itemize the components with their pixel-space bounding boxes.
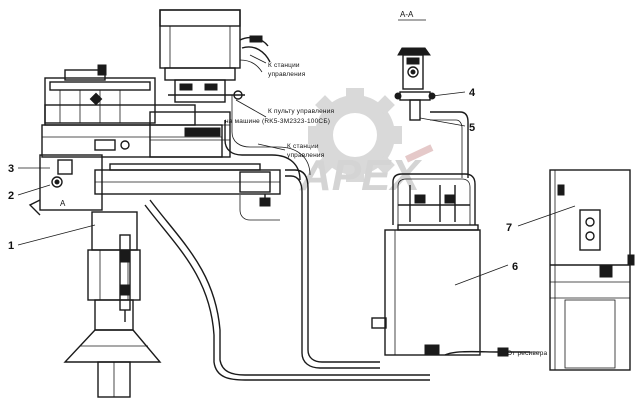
clamp-head-mechanism [41, 64, 231, 158]
leader-lines [17, 54, 576, 353]
callout-4: 4 [469, 87, 476, 99]
view-marker: А [60, 199, 66, 208]
note-to-panel-line2: на машине (RK5-3M2323-100СБ) [225, 118, 330, 125]
callout-5: 5 [469, 122, 475, 134]
control-cabinet [549, 169, 635, 371]
section-detail: А-А [394, 10, 436, 121]
callout-2: 2 [8, 190, 14, 202]
tank-unit [371, 173, 481, 356]
watermark-text: APEX [299, 151, 422, 200]
callout-1: 1 [8, 240, 14, 252]
note-to-station-mid-line1: К станции [287, 143, 319, 150]
note-to-station-top-line1: К станции [268, 62, 300, 69]
note-to-station-top-line2: управления [268, 71, 306, 78]
column-pedestal [63, 211, 162, 398]
section-label: А-А [400, 10, 414, 19]
callout-3: 3 [8, 163, 14, 175]
pipe-lines [144, 95, 530, 381]
watermark-accent [405, 144, 434, 163]
horizontal-arm [28, 154, 281, 216]
note-from-receiver: От ресивера [507, 350, 548, 357]
top-motor-unit [159, 9, 271, 103]
note-to-panel-line1: К пульту управления [268, 108, 335, 115]
callout-6: 6 [512, 261, 518, 273]
note-to-station-mid-line2: управления [287, 152, 325, 159]
callout-7: 7 [506, 222, 512, 234]
watermark: APEX [299, 88, 434, 200]
watermark-gear-icon [308, 88, 402, 182]
